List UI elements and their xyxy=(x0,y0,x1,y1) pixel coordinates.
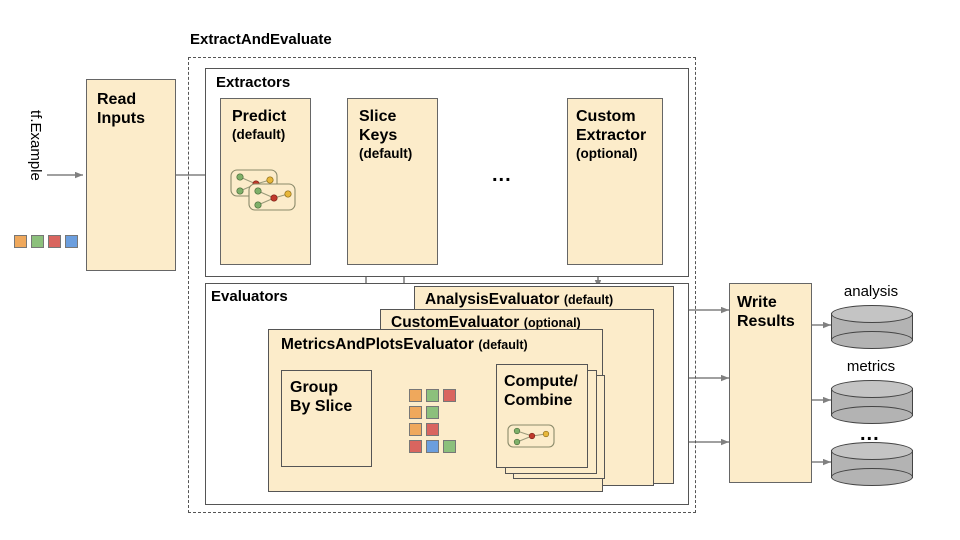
slice-swatch-row xyxy=(409,440,456,453)
slice-swatch-grid xyxy=(409,389,456,453)
swatch xyxy=(426,406,439,419)
evaluator-title: CustomEvaluator xyxy=(391,314,520,331)
swatch xyxy=(426,423,439,436)
swatch xyxy=(426,440,439,453)
cylinder-bottom xyxy=(831,331,913,349)
swatch xyxy=(409,423,422,436)
cylinder-top xyxy=(831,380,913,398)
output-label-other: ... xyxy=(860,423,880,445)
extractors-panel-label: Extractors xyxy=(216,74,291,91)
extractor-title: Predict xyxy=(232,108,287,125)
compute-combine-box[interactable]: Compute/Combine xyxy=(496,364,588,468)
input-label: tf.Example xyxy=(27,110,44,181)
evaluators-panel-label: Evaluators xyxy=(211,288,288,305)
input-swatches xyxy=(14,235,78,248)
swatch xyxy=(443,440,456,453)
swatch xyxy=(409,406,422,419)
extract-and-evaluate-title: ExtractAndEvaluate xyxy=(190,31,332,48)
extract-and-evaluate-container xyxy=(188,57,696,513)
output-cylinder-other[interactable] xyxy=(831,442,913,486)
extractors-ellipsis: ... xyxy=(492,164,512,186)
extractor-subtitle: (optional) xyxy=(576,146,638,161)
cylinder-bottom xyxy=(831,406,913,424)
cylinder-bottom xyxy=(831,468,913,486)
graph-nodes-icon xyxy=(507,424,555,448)
cylinder-top xyxy=(831,442,913,460)
evaluator-subtitle: (default) xyxy=(563,293,614,307)
slice-swatch-row xyxy=(409,406,456,419)
slice-swatch-row xyxy=(409,423,456,436)
extractor-box-predict[interactable]: Predict (default) xyxy=(220,98,311,265)
swatch xyxy=(14,235,27,248)
swatch xyxy=(426,389,439,402)
output-label-analysis: analysis xyxy=(843,283,899,300)
swatch xyxy=(48,235,61,248)
extractor-subtitle: (default) xyxy=(232,127,286,142)
evaluator-subtitle: (optional) xyxy=(523,316,581,330)
swatch xyxy=(31,235,44,248)
swatch xyxy=(65,235,78,248)
evaluator-subtitle: (default) xyxy=(478,338,528,352)
output-label-metrics: metrics xyxy=(846,358,896,375)
evaluator-title: MetricsAndPlotsEvaluator xyxy=(281,336,474,353)
swatch xyxy=(443,389,456,402)
extractor-subtitle: (default) xyxy=(359,146,413,161)
output-cylinder-analysis[interactable] xyxy=(831,305,913,349)
swatch xyxy=(409,440,422,453)
cylinder-top xyxy=(831,305,913,323)
slice-swatch-row xyxy=(409,389,456,402)
compute-combine-title: Compute/Combine xyxy=(504,373,578,409)
evaluator-title: AnalysisEvaluator xyxy=(425,291,560,308)
output-cylinder-metrics[interactable] xyxy=(831,380,913,424)
swatch xyxy=(409,389,422,402)
graph-nodes-icon xyxy=(230,169,296,211)
